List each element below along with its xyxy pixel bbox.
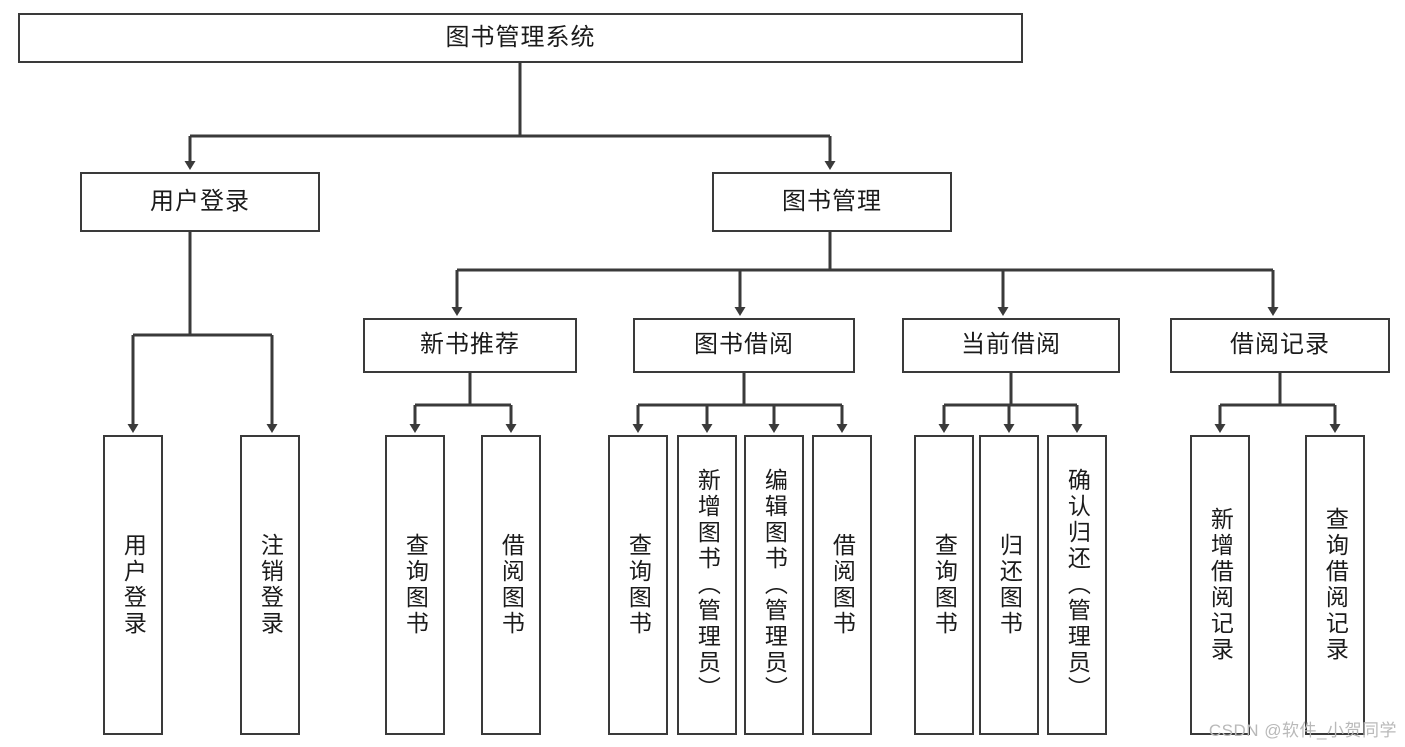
node-root-label: 图书管理系统	[445, 23, 596, 51]
node-user-login[interactable]: 用户登录	[80, 172, 320, 232]
node-leaf-user-logout[interactable]: 注销登录	[240, 435, 300, 735]
node-leaf-return-book[interactable]: 归还图书	[979, 435, 1039, 735]
node-leaf-borrow-book-2-label: 借阅图书	[829, 533, 856, 637]
node-leaf-user-logout-label: 注销登录	[257, 533, 284, 637]
node-borrow-record[interactable]: 借阅记录	[1170, 318, 1390, 373]
node-leaf-borrow-book-1[interactable]: 借阅图书	[481, 435, 541, 735]
node-new-book-recommend-label: 新书推荐	[420, 331, 520, 359]
node-leaf-query-book-1-label: 查询图书	[402, 533, 429, 637]
node-leaf-user-login-label: 用户登录	[120, 533, 147, 637]
node-user-login-label: 用户登录	[150, 187, 250, 215]
node-new-book-recommend[interactable]: 新书推荐	[363, 318, 577, 373]
node-leaf-edit-book-label: 编辑图书（管理员）	[761, 468, 788, 702]
node-book-manage-label: 图书管理	[782, 187, 882, 215]
node-leaf-add-book[interactable]: 新增图书（管理员）	[677, 435, 737, 735]
node-leaf-query-record-label: 查询借阅记录	[1322, 507, 1349, 663]
node-leaf-query-book-1[interactable]: 查询图书	[385, 435, 445, 735]
node-root[interactable]: 图书管理系统	[18, 13, 1023, 63]
node-leaf-edit-book[interactable]: 编辑图书（管理员）	[744, 435, 804, 735]
node-leaf-return-book-label: 归还图书	[996, 533, 1023, 637]
node-leaf-query-book-2[interactable]: 查询图书	[608, 435, 668, 735]
node-leaf-borrow-book-1-label: 借阅图书	[498, 533, 525, 637]
node-leaf-borrow-book-2[interactable]: 借阅图书	[812, 435, 872, 735]
node-leaf-user-login[interactable]: 用户登录	[103, 435, 163, 735]
node-current-borrow[interactable]: 当前借阅	[902, 318, 1120, 373]
node-book-manage[interactable]: 图书管理	[712, 172, 952, 232]
node-leaf-confirm-return[interactable]: 确认归还（管理员）	[1047, 435, 1107, 735]
watermark: CSDN @软件_小贺同学	[1208, 721, 1397, 740]
node-book-borrow[interactable]: 图书借阅	[633, 318, 855, 373]
node-borrow-record-label: 借阅记录	[1230, 331, 1330, 359]
node-leaf-add-book-label: 新增图书（管理员）	[694, 468, 721, 702]
node-leaf-query-book-3[interactable]: 查询图书	[914, 435, 974, 735]
node-leaf-query-book-2-label: 查询图书	[625, 533, 652, 637]
node-leaf-confirm-return-label: 确认归还（管理员）	[1064, 468, 1091, 702]
node-current-borrow-label: 当前借阅	[961, 331, 1061, 359]
node-leaf-query-book-3-label: 查询图书	[931, 533, 958, 637]
node-leaf-add-record-label: 新增借阅记录	[1207, 507, 1234, 663]
node-leaf-add-record[interactable]: 新增借阅记录	[1190, 435, 1250, 735]
node-book-borrow-label: 图书借阅	[694, 331, 794, 359]
node-leaf-query-record[interactable]: 查询借阅记录	[1305, 435, 1365, 735]
